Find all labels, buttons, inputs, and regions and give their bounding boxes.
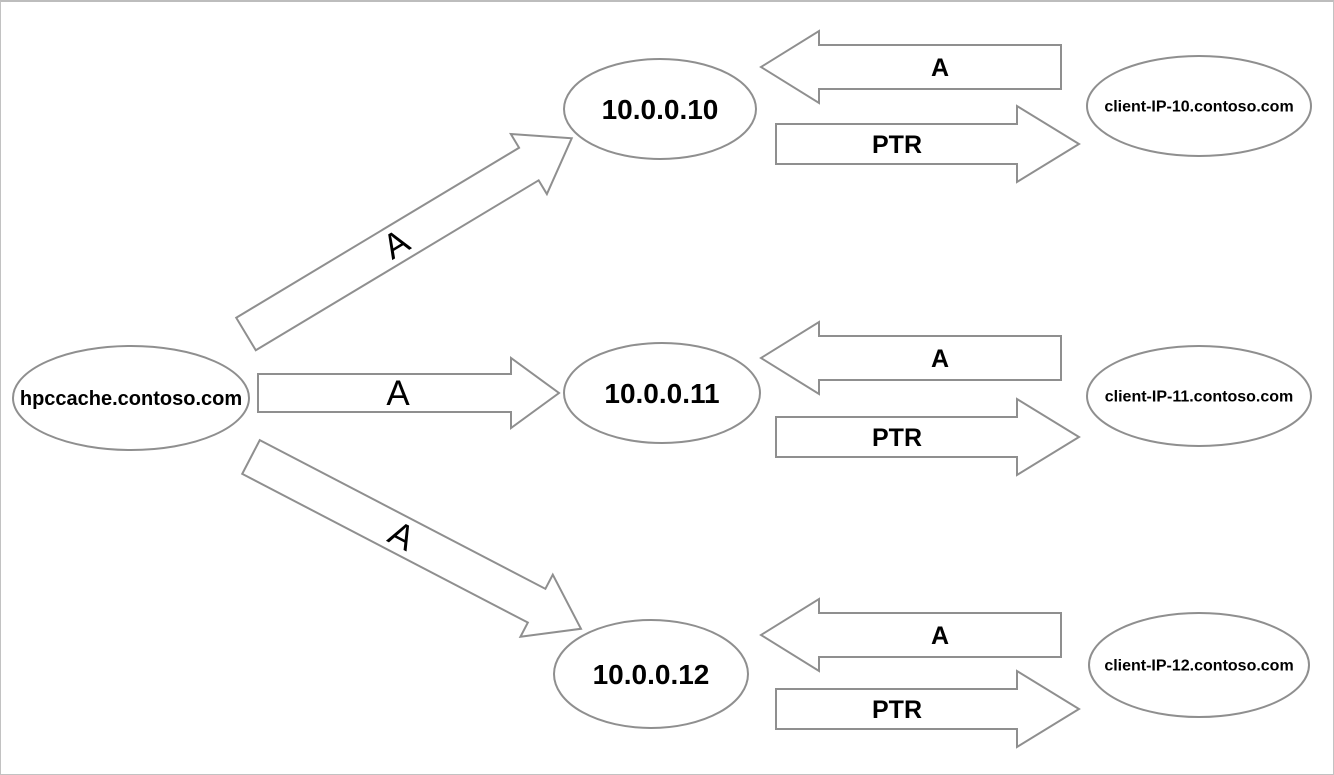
client-label-2: client-IP-11.contoso.com [1105, 389, 1293, 406]
client-label-3: client-IP-12.contoso.com [1104, 658, 1293, 675]
ptr-record-arrow-3 [775, 669, 1081, 749]
client-ellipse-3 [1088, 612, 1310, 718]
source-ellipse [12, 345, 250, 451]
feeder-arrow-2: A [257, 356, 561, 430]
ip-label-2: 10.0.0.11 [604, 378, 719, 409]
ptr-record-label-1: PTR [872, 131, 922, 159]
source-label: hpccache.contoso.com [20, 388, 242, 410]
ip-label-3: 10.0.0.12 [593, 659, 710, 690]
ip-label-1: 10.0.0.10 [602, 94, 719, 125]
ptr-record-arrow-2 [775, 397, 1081, 477]
client-ellipse-1 [1086, 55, 1312, 157]
ip-ellipse-2 [563, 342, 761, 444]
ptr-record-label-3: PTR [872, 696, 922, 724]
a-record-label-1: A [931, 54, 949, 82]
client-label-1: client-IP-10.contoso.com [1104, 99, 1293, 116]
feeder-arrow-1-shape [234, 132, 574, 352]
feeder-arrow-2-shape [257, 356, 561, 430]
ptr-record-label-2: PTR [872, 424, 922, 452]
ip-ellipse-3 [553, 619, 749, 729]
row-1: 10.0.0.10 A PTR client-IP-10.contoso.com [563, 29, 1312, 184]
a-record-arrow-1 [759, 29, 1062, 105]
source-node: hpccache.contoso.com [12, 345, 250, 451]
ip-ellipse-1 [563, 58, 757, 160]
feeder-arrow-3-shape [240, 438, 583, 638]
feeder-arrow-1: A [234, 132, 574, 352]
feeder-arrow-3: A [240, 438, 583, 638]
ptr-record-arrow-1 [775, 104, 1081, 184]
a-record-label-3: A [931, 622, 949, 650]
a-record-arrow-3 [759, 597, 1062, 673]
a-record-arrow-2 [759, 320, 1062, 396]
a-record-label-2: A [931, 345, 949, 373]
row-3: 10.0.0.12 A PTR client-IP-12.contoso.com [553, 597, 1310, 749]
feeder-arrow-2-label: A [386, 374, 410, 413]
client-ellipse-2 [1086, 345, 1312, 447]
row-2: 10.0.0.11 A PTR client-IP-11.contoso.com [563, 320, 1312, 477]
